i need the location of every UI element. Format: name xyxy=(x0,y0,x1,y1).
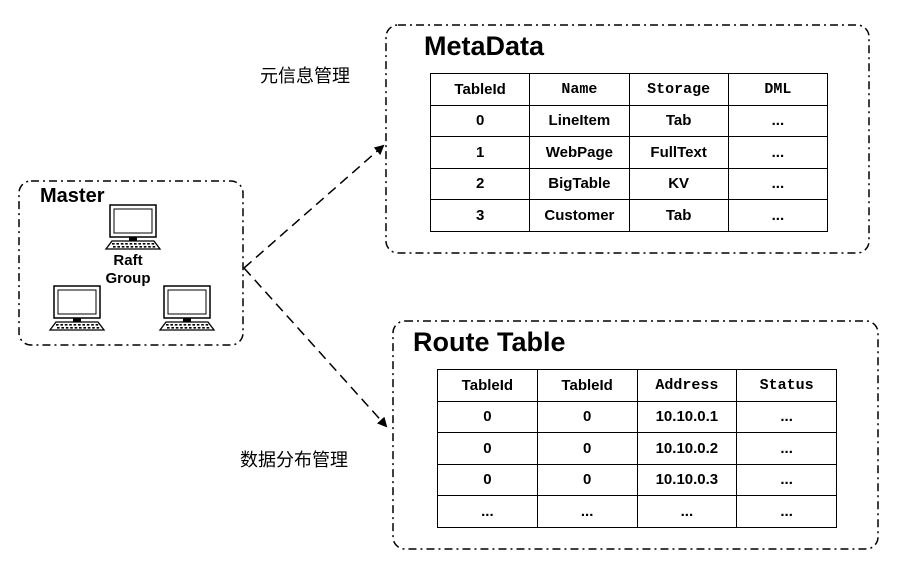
table-cell: 10.10.0.2 xyxy=(636,432,738,465)
raft-group-label: Raft Group xyxy=(88,252,168,288)
computer-icon xyxy=(158,285,216,331)
table-cell: 10.10.0.1 xyxy=(636,400,738,433)
master-frame xyxy=(18,180,244,346)
route-table-frame xyxy=(392,320,879,550)
table-cell: ... xyxy=(536,495,638,528)
table-cell: ... xyxy=(437,495,538,528)
table-row: ............ xyxy=(437,495,837,528)
table-cell: ... xyxy=(727,104,829,137)
master-title: Master xyxy=(40,185,105,207)
computer-icon xyxy=(48,285,106,331)
route-column-header: Address xyxy=(636,369,738,402)
table-cell: 0 xyxy=(536,463,638,496)
metadata-column-header: TableId xyxy=(429,73,531,106)
table-cell: ... xyxy=(736,400,837,433)
table-cell: 0 xyxy=(536,400,638,433)
table-cell: WebPage xyxy=(529,136,630,169)
table-cell: Tab xyxy=(628,104,729,137)
table-cell: ... xyxy=(727,136,829,169)
table-cell: LineItem xyxy=(529,104,630,137)
table-cell: 0 xyxy=(437,432,538,465)
raft-label: Raft xyxy=(113,252,143,269)
table-cell: ... xyxy=(736,432,837,465)
table-cell: FullText xyxy=(628,136,729,169)
metadata-column-header: Storage xyxy=(628,73,729,106)
metadata-title: MetaData xyxy=(424,31,545,61)
route-column-header: TableId xyxy=(536,369,638,402)
table-cell: Tab xyxy=(628,199,729,232)
table-cell: ... xyxy=(727,199,829,232)
route-table-caption: 数据分布管理 xyxy=(240,450,348,471)
arrow-to-metadata xyxy=(243,144,385,269)
metadata-caption: 元信息管理 xyxy=(260,66,350,87)
table-cell: ... xyxy=(636,495,738,528)
table-cell: BigTable xyxy=(529,167,630,200)
table-cell: KV xyxy=(628,167,729,200)
table-cell: 0 xyxy=(536,432,638,465)
metadata-column-header: DML xyxy=(727,73,829,106)
table-cell: 1 xyxy=(429,136,531,169)
arrow-to-route-table xyxy=(243,267,388,428)
table-cell: 0 xyxy=(437,463,538,496)
metadata-frame xyxy=(385,24,870,254)
table-cell: ... xyxy=(727,167,829,200)
table-cell: 0 xyxy=(429,104,531,137)
route-column-header: Status xyxy=(736,369,837,402)
computer-icon xyxy=(104,204,162,250)
group-label: Group xyxy=(105,270,151,287)
table-cell: ... xyxy=(736,495,837,528)
route-table-title: Route Table xyxy=(413,327,566,357)
table-cell: ... xyxy=(736,463,837,496)
table-cell: 3 xyxy=(429,199,531,232)
metadata-column-header: Name xyxy=(529,73,630,106)
table-cell: 0 xyxy=(437,400,538,433)
table-cell: 10.10.0.3 xyxy=(636,463,738,496)
route-column-header: TableId xyxy=(437,369,538,402)
table-cell: Customer xyxy=(529,199,630,232)
table-cell: 2 xyxy=(429,167,531,200)
